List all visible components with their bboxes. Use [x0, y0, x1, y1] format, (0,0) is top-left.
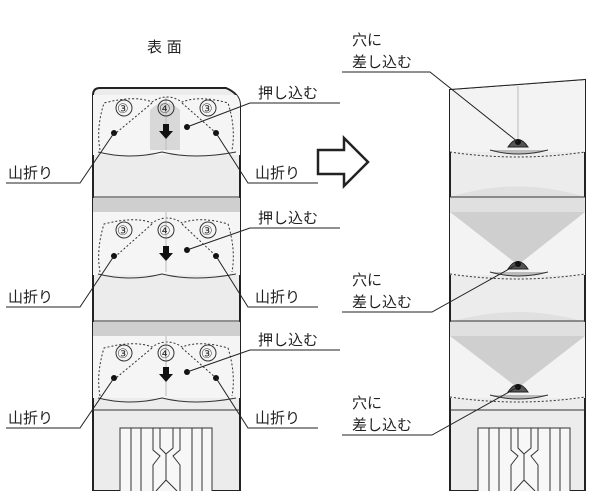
step-number-3: ③ — [117, 347, 129, 362]
insert-hole-label-line1: 穴に — [352, 31, 382, 49]
right-slot-2 — [449, 261, 586, 280]
step-number-3: ③ — [201, 224, 213, 239]
step-number-3: ③ — [117, 102, 129, 117]
down-arrow-icon — [159, 124, 173, 139]
mountain-fold-label: 山折り — [255, 288, 300, 306]
right-arrow-icon — [316, 134, 370, 190]
right-slot-1 — [449, 139, 586, 158]
step-number-3: ③ — [201, 102, 213, 117]
step-number-3: ③ — [117, 224, 129, 239]
down-arrow-icon — [159, 367, 173, 382]
insert-hole-label-line2: 差し込む — [352, 53, 412, 71]
insert-hole-label-line1: 穴に — [352, 271, 382, 289]
mountain-fold-label: 山折り — [8, 409, 53, 427]
mountain-fold-label: 山折り — [255, 409, 300, 427]
step-number-4: ④ — [159, 347, 171, 362]
insert-hole-label-line2: 差し込む — [352, 293, 412, 311]
right-strip — [449, 78, 586, 491]
insert-hole-label-line2: 差し込む — [352, 416, 412, 434]
mountain-fold-label: 山折り — [8, 164, 53, 182]
step-number-4: ④ — [159, 102, 171, 117]
push-in-label: 押し込む — [258, 331, 318, 349]
left-bottom-tab — [130, 428, 203, 491]
insert-hole-label-line1: 穴に — [352, 394, 382, 412]
step-number-4: ④ — [159, 224, 171, 239]
left-annotations — [6, 102, 340, 429]
left-strip — [92, 87, 241, 491]
right-annotations — [342, 71, 519, 436]
mountain-fold-label: 山折り — [8, 288, 53, 306]
right-bottom-tab — [488, 428, 561, 491]
down-arrow-icon — [159, 246, 173, 261]
step-number-3: ③ — [201, 347, 213, 362]
left-section-3: ③ ④ ③ — [97, 336, 237, 403]
left-section-2: ③ ④ ③ — [97, 212, 237, 279]
page-title: 表 面 — [147, 38, 182, 56]
push-in-label: 押し込む — [258, 209, 318, 227]
push-in-label: 押し込む — [258, 84, 318, 102]
mountain-fold-label: 山折り — [255, 164, 300, 182]
